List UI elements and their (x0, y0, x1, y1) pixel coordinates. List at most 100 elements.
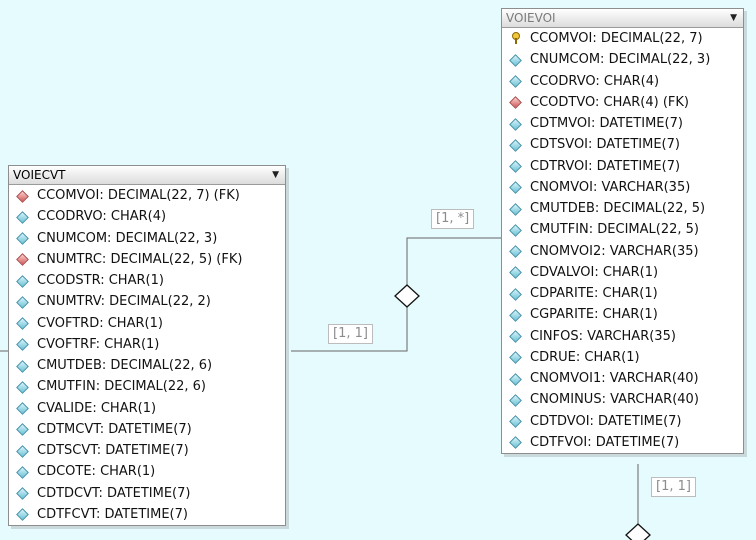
foreign-key-icon (16, 189, 29, 203)
field-label: CNUMTRV: DECIMAL(22, 2) (37, 294, 211, 310)
field-row[interactable]: CDTMCVT: DATETIME(7) (9, 419, 285, 440)
field-icon (509, 75, 522, 88)
field-label: CNUMTRC: DECIMAL(22, 5) (FK) (37, 251, 243, 267)
field-row[interactable]: CDTDVOI: DATETIME(7) (502, 411, 743, 432)
field-row[interactable]: CNOMVOI1: VARCHAR(40) (502, 368, 743, 389)
field-label: CVOFTRF: CHAR(1) (37, 336, 160, 352)
entity-title: VOIEVOI (506, 11, 556, 25)
field-row[interactable]: CDTFCVT: DATETIME(7) (9, 504, 285, 525)
field-label: CCOMVOI: DECIMAL(22, 7) (530, 31, 703, 46)
field-row[interactable]: CDTSVOI: DATETIME(7) (502, 134, 743, 155)
field-row[interactable]: CNUMTRC: DECIMAL(22, 5) (FK) (9, 249, 285, 270)
field-icon (509, 138, 522, 152)
chevron-down-icon[interactable]: ▼ (730, 13, 737, 23)
field-label: CDRUE: CHAR(1) (530, 349, 640, 365)
field-icon (16, 232, 29, 245)
field-label: CCODRVO: CHAR(4) (37, 209, 167, 225)
field-icon (16, 402, 29, 415)
field-label: CDTDVOI: DATETIME(7) (530, 413, 682, 429)
field-icon (16, 338, 29, 352)
relationship-diamond[interactable] (394, 284, 420, 308)
field-label: CCODSTR: CHAR(1) (37, 273, 164, 288)
field-label: CCODTVO: CHAR(4) (FK) (530, 94, 689, 110)
field-row[interactable]: CDTRVOI: DATETIME(7) (502, 156, 743, 177)
field-row[interactable]: CNOMVOI: VARCHAR(35) (502, 177, 743, 198)
field-label: CCOMVOI: DECIMAL(22, 7) (FK) (37, 188, 240, 203)
field-row[interactable]: CNOMINUS: VARCHAR(40) (502, 389, 743, 410)
field-icon (16, 359, 29, 373)
field-row[interactable]: CCOMVOI: DECIMAL(22, 7) (502, 28, 743, 49)
field-row[interactable]: CGPARITE: CHAR(1) (502, 304, 743, 325)
field-icon (16, 508, 29, 522)
field-label: CDTFVOI: DATETIME(7) (530, 434, 680, 450)
field-icon (509, 330, 522, 343)
field-row[interactable]: CDCOTE: CHAR(1) (9, 461, 285, 482)
field-row[interactable]: CDTFVOI: DATETIME(7) (502, 432, 743, 453)
field-label: CDTMCVT: DATETIME(7) (37, 421, 192, 437)
field-label: CMUTFIN: DECIMAL(22, 5) (530, 222, 700, 238)
field-icon (509, 117, 522, 131)
entity-header[interactable]: VOIEVOI ▼ (502, 9, 743, 28)
field-row[interactable]: CDRUE: CHAR(1) (502, 347, 743, 368)
field-label: CMUTDEB: DECIMAL(22, 6) (37, 358, 213, 373)
field-icon (509, 53, 522, 67)
primary-key-icon (512, 32, 520, 44)
field-row[interactable]: CMUTDEB: DECIMAL(22, 6) (9, 355, 285, 376)
field-row[interactable]: CINFOS: VARCHAR(35) (502, 326, 743, 347)
field-row[interactable]: CMUTFIN: DECIMAL(22, 6) (9, 376, 285, 397)
field-label: CDVALVOI: CHAR(1) (530, 264, 659, 280)
field-label: CNUMCOM: DECIMAL(22, 3) (37, 230, 218, 246)
field-label: CNOMINUS: VARCHAR(40) (530, 392, 699, 408)
field-row[interactable]: CDPARITE: CHAR(1) (502, 283, 743, 304)
relationship-diamond-bottom[interactable] (625, 523, 651, 540)
field-icon (16, 295, 29, 309)
field-icon (16, 210, 29, 224)
foreign-key-icon (509, 96, 522, 110)
field-label: CINFOS: VARCHAR(35) (530, 328, 676, 344)
field-row[interactable]: CCODSTR: CHAR(1) (9, 270, 285, 291)
field-row[interactable]: CNUMTRV: DECIMAL(22, 2) (9, 291, 285, 312)
foreign-key-icon (16, 253, 29, 267)
field-row[interactable]: CNUMCOM: DECIMAL(22, 3) (502, 49, 743, 70)
field-icon (16, 317, 29, 330)
field-row[interactable]: CCODTVO: CHAR(4) (FK) (502, 92, 743, 113)
field-label: CDTMVOI: DATETIME(7) (530, 116, 683, 131)
field-label: CVOFTRD: CHAR(1) (37, 315, 163, 331)
field-icon (16, 380, 29, 394)
field-row[interactable]: CVALIDE: CHAR(1) (9, 398, 285, 419)
field-label: CMUTFIN: DECIMAL(22, 6) (37, 379, 207, 395)
field-row[interactable]: CMUTFIN: DECIMAL(22, 5) (502, 219, 743, 240)
field-row[interactable]: CCODRVO: CHAR(4) (502, 71, 743, 92)
field-row[interactable]: CDTDCVT: DATETIME(7) (9, 483, 285, 504)
entity-voiecvt[interactable]: VOIECVT ▼ CCOMVOI: DECIMAL(22, 7) (FK) CC… (8, 165, 286, 526)
field-icon (509, 287, 522, 301)
field-icon (16, 444, 29, 458)
entity-voievoi[interactable]: VOIEVOI ▼ CCOMVOI: DECIMAL(22, 7) CNUMCOM… (501, 8, 744, 454)
cardinality-label-bottom: [1, 1] (651, 477, 696, 497)
cardinality-label-parent: [1, 1] (328, 324, 373, 344)
field-label: CDTSCVT: DATETIME(7) (37, 443, 189, 458)
field-icon (16, 274, 29, 288)
field-icon (509, 202, 522, 216)
field-list: CCOMVOI: DECIMAL(22, 7) CNUMCOM: DECIMAL(… (502, 28, 743, 453)
chevron-down-icon[interactable]: ▼ (272, 170, 279, 180)
field-row[interactable]: CVOFTRF: CHAR(1) (9, 334, 285, 355)
field-row[interactable]: CDVALVOI: CHAR(1) (502, 262, 743, 283)
field-row[interactable]: CCODRVO: CHAR(4) (9, 206, 285, 227)
field-label: CNOMVOI: VARCHAR(35) (530, 179, 691, 195)
field-icon (509, 415, 522, 428)
field-icon (509, 393, 522, 407)
entity-title: VOIECVT (13, 168, 66, 182)
field-row[interactable]: CDTSCVT: DATETIME(7) (9, 440, 285, 461)
field-row[interactable]: CDTMVOI: DATETIME(7) (502, 113, 743, 134)
field-label: CDTRVOI: DATETIME(7) (530, 158, 681, 174)
field-row[interactable]: CVOFTRD: CHAR(1) (9, 313, 285, 334)
field-icon (509, 160, 522, 173)
field-row[interactable]: CNUMCOM: DECIMAL(22, 3) (9, 228, 285, 249)
field-row[interactable]: CMUTDEB: DECIMAL(22, 5) (502, 198, 743, 219)
entity-header[interactable]: VOIECVT ▼ (9, 166, 285, 185)
field-row[interactable]: CCOMVOI: DECIMAL(22, 7) (FK) (9, 185, 285, 206)
field-row[interactable]: CNOMVOI2: VARCHAR(35) (502, 241, 743, 262)
field-icon (509, 181, 522, 195)
